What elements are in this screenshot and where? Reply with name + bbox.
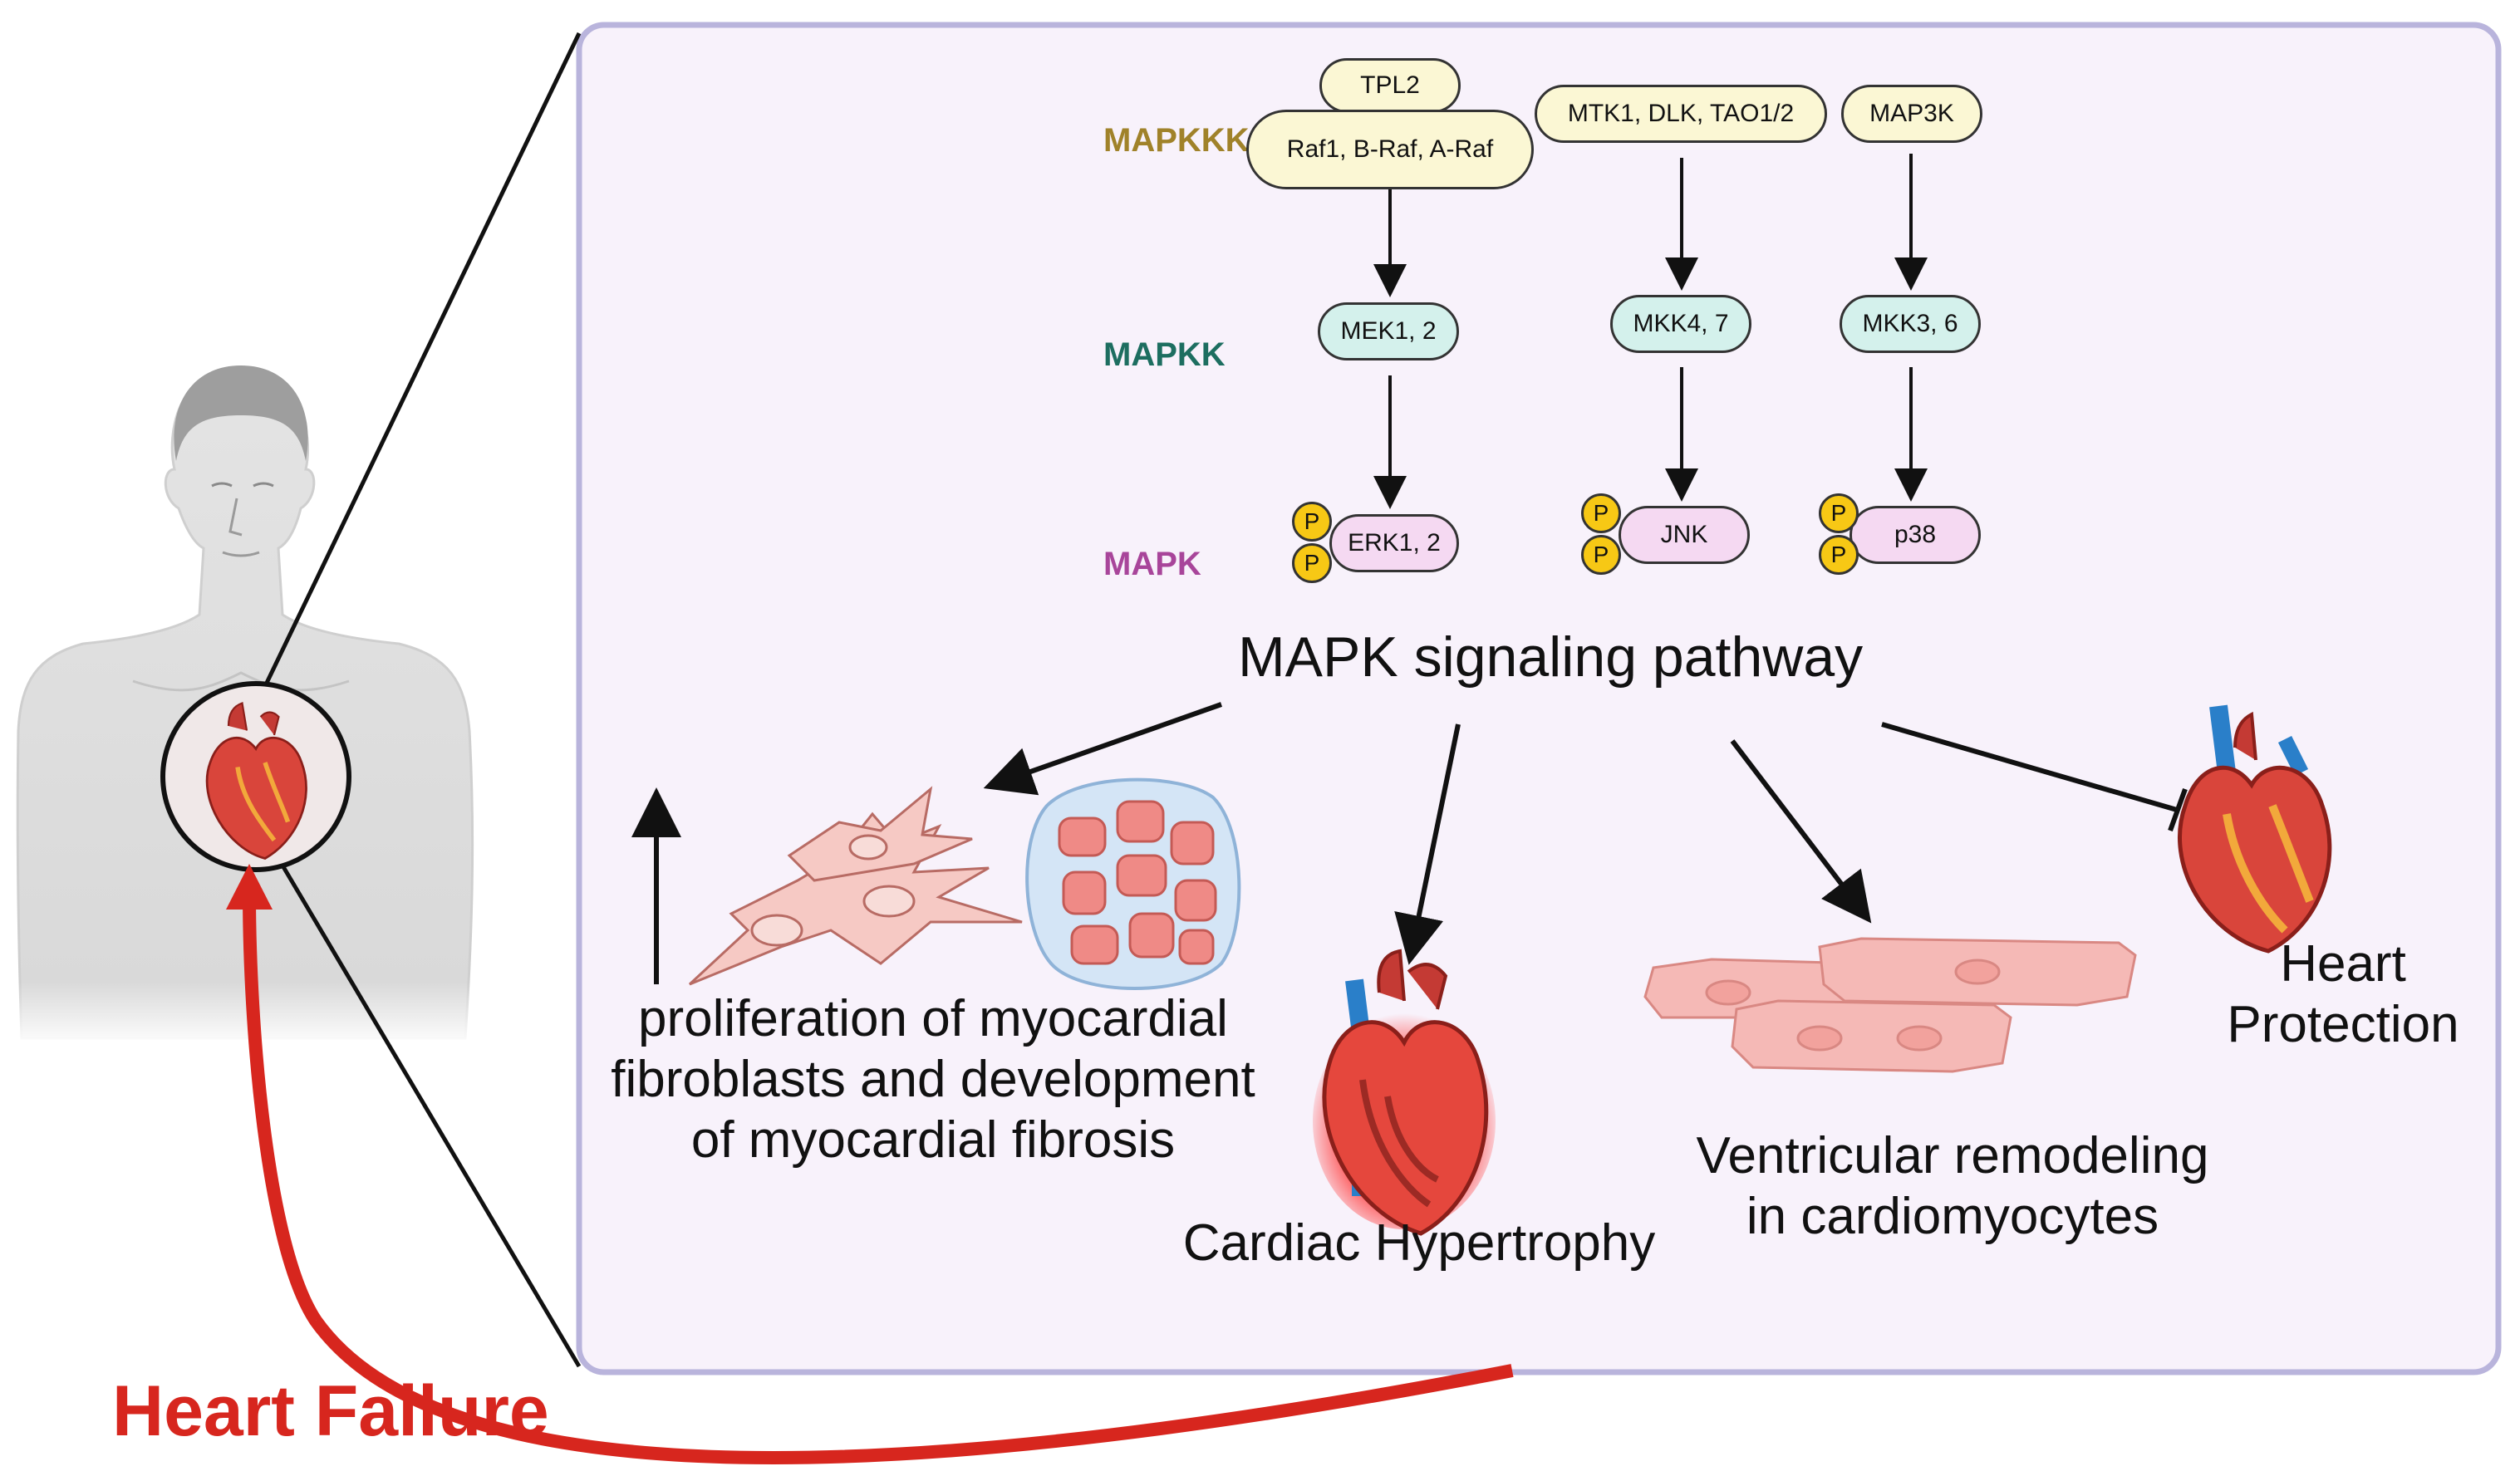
map3k-node: MAP3K (1841, 85, 1982, 143)
fibroblast-cells-icon (688, 786, 1023, 986)
hypertrophic-heart-icon (1313, 949, 1496, 1236)
mapk-label: MAPK (1103, 546, 1201, 582)
cardiomyocytes-icon (1643, 937, 2137, 1073)
phospho-dot: P (1581, 493, 1621, 533)
raf-node: Raf1, B-Raf, A-Raf (1246, 110, 1534, 189)
phospho-dot: P (1819, 493, 1859, 533)
remodeling-outcome-label: Ventricular remodeling in cardiomyocytes (1653, 1125, 2252, 1247)
hypertrophy-label: Cardiac Hypertrophy (1182, 1214, 1656, 1272)
phospho-dot: P (1292, 543, 1332, 583)
mapkk-label: MAPKK (1103, 336, 1226, 373)
fibrosis-line-3: of myocardial fibrosis (690, 1111, 1176, 1170)
heart-icon (2178, 704, 2332, 954)
fibrotic-tissue-icon (1025, 777, 1241, 990)
phospho-dot: P (1292, 502, 1332, 542)
mapkkk-label: MAPKKK (1103, 122, 1250, 159)
mkk47-node: MKK4, 7 (1610, 295, 1751, 353)
erk12-node: ERK1, 2 (1329, 514, 1459, 572)
heart-icon (205, 702, 307, 860)
remodeling-line-2: in cardiomyocytes (1746, 1188, 2159, 1246)
protection-line-2: Protection (2227, 996, 2459, 1054)
p38-node: p38 (1849, 506, 1981, 564)
phospho-dot: P (1581, 535, 1621, 575)
mek12-node: MEK1, 2 (1318, 302, 1459, 360)
heart-failure-arrow (243, 892, 1514, 1464)
jnk-node: JNK (1619, 506, 1750, 564)
tpl2-node: TPL2 (1319, 58, 1461, 113)
mtk1-dlk-tao-node: MTK1, DLK, TAO1/2 (1535, 85, 1827, 143)
pathway-title: MAPK signaling pathway (1238, 625, 1864, 689)
fibrosis-outcome-label: proliferation of myocardial fibroblasts … (597, 988, 1270, 1170)
pathway-panel (576, 22, 2502, 1375)
phospho-dot: P (1819, 535, 1859, 575)
mkk36-node: MKK3, 6 (1840, 295, 1981, 353)
heart-protection-label: Heart Protection (2202, 934, 2484, 1055)
protection-line-1: Heart (2280, 935, 2406, 993)
fibrosis-line-1: proliferation of myocardial (638, 990, 1228, 1047)
fibrosis-line-2: fibroblasts and development (611, 1051, 1255, 1109)
remodeling-line-1: Ventricular remodeling (1696, 1127, 2209, 1184)
heart-failure-label: Heart Failure (112, 1371, 549, 1451)
